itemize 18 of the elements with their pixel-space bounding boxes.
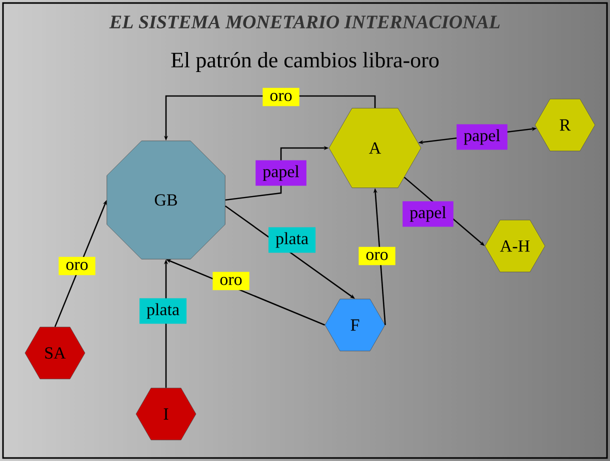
subtitle: El patrón de cambios libra-oro <box>171 52 439 72</box>
hexagon-node: I <box>136 388 196 440</box>
hexagon-node: A-H <box>484 220 546 272</box>
edge-label: oro <box>58 256 96 276</box>
octagon-node: GB <box>106 140 226 260</box>
edge-label: oro <box>262 88 300 106</box>
edge-label: plata <box>139 298 187 324</box>
hexagon-node: A <box>328 108 422 188</box>
hexagon-node: SA <box>24 326 86 380</box>
edge-label: oro <box>212 272 250 290</box>
edge-label: oro <box>358 246 396 266</box>
title: EL SISTEMA MONETARIO INTERNACIONAL <box>109 16 500 28</box>
edge-label: papel <box>402 201 454 227</box>
edge-label: papel <box>456 124 508 150</box>
edge-label: papel <box>256 160 306 186</box>
edge-label: plata <box>268 227 316 253</box>
hexagon-node: R <box>534 98 596 152</box>
hexagon-node: F <box>324 298 386 352</box>
